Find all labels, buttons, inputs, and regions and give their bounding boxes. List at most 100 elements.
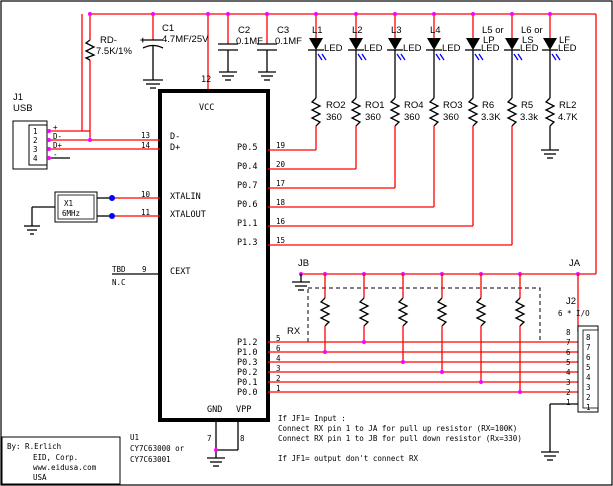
credit-country: USA [33,473,47,482]
pin-num-4: 4 [276,354,281,363]
jb-label: JB [298,258,309,269]
j2-pin-7: 7 [586,343,591,352]
credit-url: www.eidusa.com [33,463,97,472]
j1-ref: J1 [13,92,23,103]
led-l1: L1 LED [308,25,343,98]
chip-vpp-label: VPP [236,405,251,415]
pin-label-p01: P0.1 [237,378,257,388]
pin-num-18: 18 [276,198,286,207]
gnd-vpp-bottom: 7 8 U1 CY7C63000 or CY7C63001 [130,420,245,467]
pin-label-p04: P0.4 [237,162,257,172]
pin-label-p03: P0.3 [237,358,257,368]
rx-label: RX [287,326,301,337]
led-l3-type: LED [403,43,422,54]
led-lp-type: LED [481,43,500,54]
pin-label-xtalin: XTALIN [170,192,201,202]
j2-pin-2: 2 [586,393,591,402]
pin-label-p02: P0.2 [237,368,257,378]
pin-num-9: 9 [142,265,147,274]
j2-lnum-2: 2 [566,388,571,397]
resistor-ro1: RO1 360 [350,97,385,169]
pin-label-p05: P0.5 [237,143,257,153]
resistor-ro3: RO3 360 [428,97,463,207]
pin-label-dplus: D+ [170,143,180,153]
led-lp: L5 or LP LED [465,25,504,98]
crystal-x1: X1 6MHz 10 11 [24,190,160,235]
capacitor-c1: + C1 4.7MF/25V [140,23,209,89]
pin-num-6: 6 [276,344,281,353]
pin-num-5: 5 [276,334,281,343]
led-l3: L3 LED [387,25,422,98]
j2-lnum-6: 6 [566,348,571,357]
j2-lnum-3: 3 [566,378,571,387]
chip-vcc-label: VCC [199,103,214,113]
rl2-value: 4.7K [558,112,578,123]
x1-ref: X1 [64,199,73,208]
led-l2-type: LED [364,43,383,54]
chip-vcc-pin: 12 [201,75,211,85]
led-l1-ref: L1 [312,25,323,36]
pin-label-xtalout: XTALOUT [170,210,206,220]
led-l1-type: LED [324,43,343,54]
pin-num-19: 19 [276,141,285,150]
j2-pin-1: 1 [586,403,591,412]
ro4-value: 360 [404,112,420,123]
pin-label-p11: P1.1 [237,219,257,229]
cext-pin: TBD N.C 9 [112,265,160,287]
vcc-rail [88,12,597,274]
note-line4: If JF1= output don't connect RX [278,454,418,463]
j2-pin-8: 8 [586,333,591,342]
resistor-rd: RD- 7.5K/1% [84,35,132,61]
note-line1: If JF1= Input : [278,414,346,423]
chip-part2: CY7C63001 [130,455,171,464]
pin-label-p07: P0.7 [237,181,257,191]
ro3-ref: RO3 [443,100,463,111]
rd-value: 7.5K/1% [96,46,132,57]
capacitor-c3: C3 0.1MF [257,25,302,81]
capacitor-c2: C2 0.1MF [218,25,263,81]
chip-ref: U1 [130,433,139,442]
j1-pin-1: 1 [33,127,38,136]
led-l2: L2 LED [348,25,383,98]
c1-polarity: + [140,35,146,46]
chip-part1: CY7C63000 or [130,444,185,453]
resistor-r6: R6 3.3K [467,97,501,226]
led-ls-ref: LS [522,35,534,46]
ro2-value: 360 [326,112,342,123]
ro4-ref: RO4 [404,100,424,111]
j2-pin-4: 4 [586,373,591,382]
j1-name: USB [13,103,33,114]
j1-sig-vcc: + [53,123,58,132]
port-wires-top: 19 20 17 18 16 15 [268,141,512,246]
led-ls: L6 or LS LED [504,25,543,98]
resistor-rl2: RL2 4.7K [541,97,578,159]
pin-num-1: 1 [276,384,281,393]
led-l3-ref: L3 [391,25,402,36]
c2-value: 0.1MF [236,36,263,47]
j2-lnum-1: 1 [566,398,571,407]
ja-label: JA [569,258,581,269]
pin-num-vpp: 8 [240,434,245,443]
note-line3: Connect RX pin 1 to JB for pull down res… [278,434,522,443]
r6-value: 3.3K [481,112,501,123]
resistor-ro4: RO4 360 [389,97,424,188]
led-lp-ref: LP [483,35,495,46]
credit-company: EID, Corp. [33,453,78,462]
pin-num-gnd: 7 [207,434,212,443]
led-l4-ref: L4 [430,25,441,36]
notes: If JF1= Input : Connect RX pin 1 to JA f… [278,414,522,463]
chip-gnd-label: GND [207,405,222,415]
led-lp-alt: L5 or [482,25,504,36]
ro3-value: 360 [443,112,459,123]
pin-label-p10: P1.0 [237,348,257,358]
j2-lnum-8: 8 [566,328,571,337]
rd-ref: RD- [100,35,117,46]
rl2-ref: RL2 [559,100,576,111]
j2-pin-6: 6 [586,353,591,362]
j2-lnum-4: 4 [566,368,571,377]
j1-sig-dplus: D+ [53,141,63,150]
c2-ref: C2 [238,25,250,36]
credit-by: By: R.Erlich [7,442,61,451]
